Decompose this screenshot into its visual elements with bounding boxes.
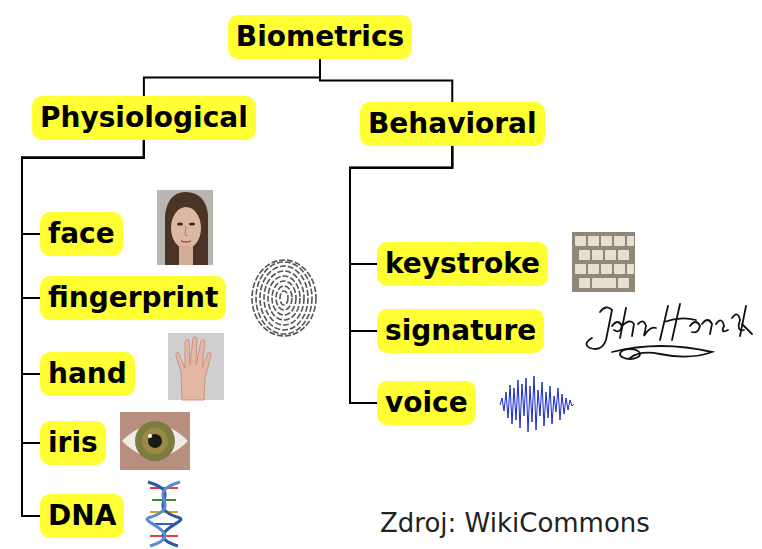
box-text: DNA — [48, 499, 116, 533]
hand-photo — [168, 333, 224, 400]
box-text: face — [48, 217, 115, 251]
keyboard-photo — [572, 232, 635, 292]
signature-image — [586, 304, 752, 359]
tree-connector — [320, 59, 452, 102]
leaf-box: signature — [377, 309, 544, 353]
face-photo — [157, 190, 213, 265]
leaf-box: keystroke — [377, 242, 548, 286]
tree-connector — [144, 59, 320, 96]
leaf-box: voice — [377, 381, 476, 425]
leaf-box: iris — [40, 421, 106, 465]
leaf-box: fingerprint — [40, 276, 226, 320]
tree-connector — [22, 140, 144, 516]
dna-helix — [147, 482, 181, 546]
leaf-box: face — [40, 212, 123, 256]
category-box: Behavioral — [360, 102, 545, 146]
leaf-box: DNA — [40, 494, 124, 538]
source-note: Zdroj: WikiCommons — [380, 508, 650, 538]
box-text: iris — [48, 426, 98, 460]
iris-photo — [120, 412, 190, 470]
category-box: Physiological — [32, 96, 256, 140]
fingerprint-image — [252, 260, 316, 336]
box-text: Behavioral — [368, 107, 537, 141]
box-text: Physiological — [40, 101, 248, 135]
box-text: signature — [385, 314, 536, 348]
box-text: voice — [385, 386, 468, 420]
tree-connector — [22, 140, 144, 374]
box-text: hand — [48, 357, 127, 391]
leaf-box: hand — [40, 352, 135, 396]
box-text: keystroke — [385, 247, 540, 281]
tree-connector — [22, 140, 144, 298]
root-box: Biometrics — [228, 15, 412, 59]
box-text: Biometrics — [236, 20, 404, 54]
tree-connector — [350, 146, 452, 331]
voice-waveform — [500, 376, 574, 432]
box-text: fingerprint — [48, 281, 218, 315]
